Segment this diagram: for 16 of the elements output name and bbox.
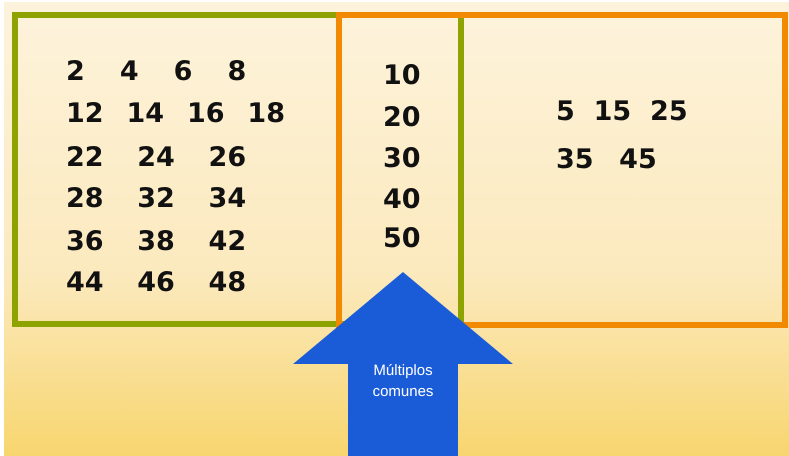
set-rectangle — [336, 12, 788, 328]
number-row: 5 15 25 — [556, 98, 688, 125]
number-row: 36 38 42 — [66, 228, 246, 255]
number-row: 22 24 26 — [66, 144, 246, 171]
number-row: 28 32 34 — [66, 185, 246, 212]
number-label: 40 — [383, 186, 421, 213]
number-label: 10 — [383, 62, 421, 89]
number-row: 35 45 — [556, 146, 657, 173]
number-label: 30 — [383, 145, 421, 172]
number-row: 12 14 16 18 — [66, 100, 285, 127]
arrow-label: Múltiplos comunes — [372, 361, 434, 402]
block-arrow — [293, 272, 513, 456]
number-row: 2 4 6 8 — [66, 58, 246, 85]
number-row: 44 46 48 — [66, 269, 246, 296]
number-label: 50 — [383, 225, 421, 252]
number-label: 20 — [383, 104, 421, 131]
